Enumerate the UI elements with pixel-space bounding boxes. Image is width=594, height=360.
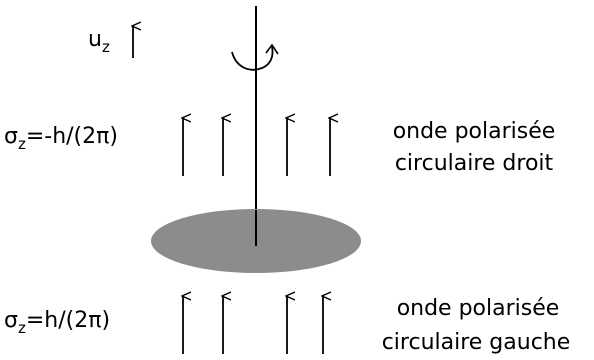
top-wave-line1: onde polarisée (393, 119, 556, 144)
bottom-wave-line2: circulaire gauche (382, 330, 571, 355)
uz-label: uz (88, 27, 110, 56)
bottom-wave-arrows (183, 296, 323, 354)
rotation-arrow-icon (231, 46, 274, 71)
top-wave-arrows (183, 118, 330, 176)
bottom-wave-line1: onde polarisée (397, 296, 560, 321)
rotation-arrowhead (265, 43, 279, 55)
top-spin-label: σz=-h/(2π) (4, 124, 118, 153)
bottom-spin-label: σz=h/(2π) (4, 308, 110, 337)
top-wave-line2: circulaire droit (395, 151, 554, 176)
